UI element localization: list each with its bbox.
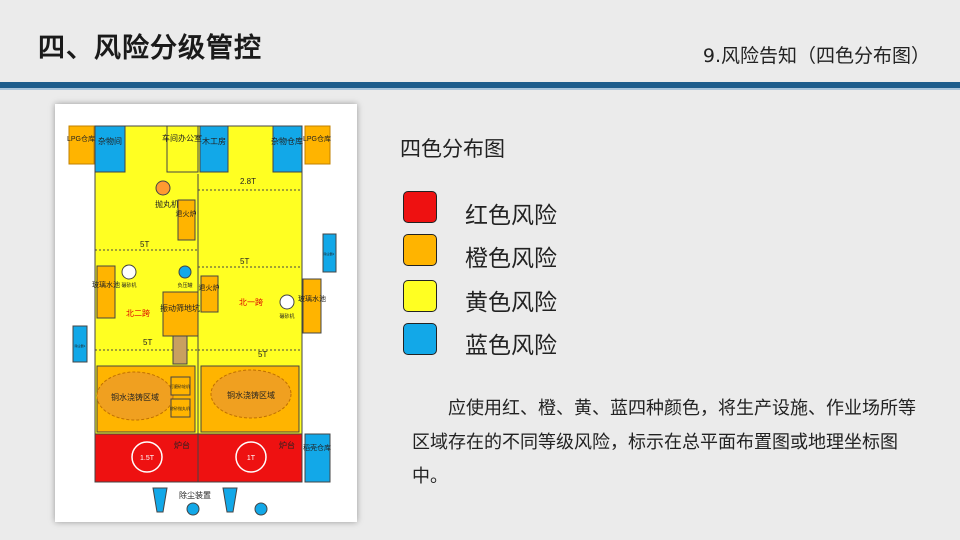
floor-plan: LPG仓库 LPG仓库 杂物间 木工房 杂物仓库 车间办公室 2.8T 5T 5… <box>55 104 357 522</box>
crane-28-label: 2.8T <box>240 177 256 186</box>
legend-swatch-orange <box>403 234 437 266</box>
small-box-1-label: 打磨砂轮机 <box>170 383 190 389</box>
glass-pool-right-label: 玻璃水池 <box>298 294 326 303</box>
legend-label-orange: 橙色风险 <box>465 246 557 272</box>
sundries-left-label: 杂物间 <box>98 136 122 146</box>
shot-blaster-icon <box>155 180 171 196</box>
dust-fan-2 <box>254 502 268 516</box>
stairs <box>172 335 188 365</box>
lpg-right-zone <box>304 125 331 165</box>
shot-blaster-label: 抛丸机 <box>155 199 179 209</box>
legend-swatch-yellow <box>403 280 437 312</box>
dust-removal-unit-2 <box>222 487 238 513</box>
furnace-platform-right-label: 炉台 <box>279 440 295 450</box>
lpg-left-label: LPG仓库 <box>67 134 95 143</box>
casting-right-label: 铜水浇铸区域 <box>227 390 275 400</box>
workshop-office-label: 车间办公室 <box>162 133 202 143</box>
page-title: 四、风险分级管控 <box>38 33 262 64</box>
legend-label-red: 红色风险 <box>465 203 557 229</box>
crane-5a-label: 5T <box>140 240 149 249</box>
crane-5d-label: 5T <box>258 350 267 359</box>
page-subtitle: 9.风险告知（四色分布图） <box>702 45 930 67</box>
furnace-15-label: 1.5T <box>140 455 155 462</box>
sand-mixer-right-icon <box>279 294 295 310</box>
annealing-right-label: 退火炉 <box>199 283 220 292</box>
glass-pool-left-label: 玻璃水池 <box>92 280 120 289</box>
sundries-right-room <box>272 125 303 173</box>
floor-plan-svg: LPG仓库 LPG仓库 杂物间 木工房 杂物仓库 车间办公室 2.8T 5T 5… <box>67 125 337 516</box>
negative-pressure-icon <box>178 265 192 279</box>
legend-swatch-red <box>403 191 437 223</box>
sundries-left-room <box>94 125 126 173</box>
sand-mixer-left-label: 碾砂机 <box>121 282 136 289</box>
north-1-label: 北一跨 <box>239 298 263 307</box>
annealing-left-zone <box>177 199 196 241</box>
lpg-right-label: LPG仓库 <box>303 134 331 143</box>
dust-removal-unit-1 <box>152 487 168 513</box>
casting-left-label: 铜水浇铸区域 <box>111 392 159 402</box>
legend-title: 四色分布图 <box>400 137 505 161</box>
small-box-1 <box>170 376 191 396</box>
annealing-right-zone <box>200 275 219 313</box>
carpentry-label: 木工房 <box>202 136 226 146</box>
dust-removal-label: 除尘装置 <box>179 490 211 500</box>
lpg-left-zone <box>68 125 95 165</box>
negative-pressure-label: 负压罐 <box>177 282 192 289</box>
rice-husk-zone <box>304 433 331 483</box>
small-box-2 <box>170 398 191 418</box>
furnace-1-label: 1T <box>247 455 256 462</box>
workshop-office-room <box>166 125 199 173</box>
north-2-label: 北二跨 <box>126 309 150 318</box>
glass-pool-right-zone <box>302 278 322 334</box>
carpentry-room <box>199 125 229 173</box>
furnace-1-icon <box>235 441 267 473</box>
sand-mixer-right-label: 碾砂机 <box>279 313 294 320</box>
annealing-left-label: 退火炉 <box>176 209 197 218</box>
side-box-left-label: 除尘器1 <box>75 343 86 348</box>
small-box-2-label: 除砂抛丸机 <box>170 405 190 411</box>
side-box-right-label: 除尘器2 <box>324 251 335 256</box>
glass-pool-left-zone <box>96 265 116 319</box>
vibrating-pit-zone <box>162 291 199 337</box>
casting-right-hatch <box>210 369 292 419</box>
header-divider <box>0 82 960 88</box>
header-divider-light <box>0 88 960 90</box>
crane-5b-label: 5T <box>240 257 249 266</box>
legend-label-yellow: 黄色风险 <box>465 290 557 316</box>
description-paragraph: 应使用红、橙、黄、蓝四种颜色，将生产设施、作业场所等区域存在的不同等级风险，标示… <box>412 398 916 487</box>
side-box-left <box>72 325 88 363</box>
crane-5c-label: 5T <box>143 338 152 347</box>
furnace-platform-left-label: 炉台 <box>174 440 190 450</box>
legend-label-blue: 蓝色风险 <box>465 333 557 359</box>
sundries-right-label: 杂物仓库 <box>271 136 303 146</box>
legend-swatch-blue <box>403 323 437 355</box>
rice-husk-label: 稻壳仓库 <box>303 443 331 452</box>
side-box-right <box>322 233 337 273</box>
furnace-15-icon <box>131 441 163 473</box>
sand-mixer-left-icon <box>121 264 137 280</box>
casting-left-hatch <box>96 371 174 421</box>
vibrating-pit-label: 振动筛地坑 <box>160 303 200 313</box>
dust-fan-1 <box>186 502 200 516</box>
